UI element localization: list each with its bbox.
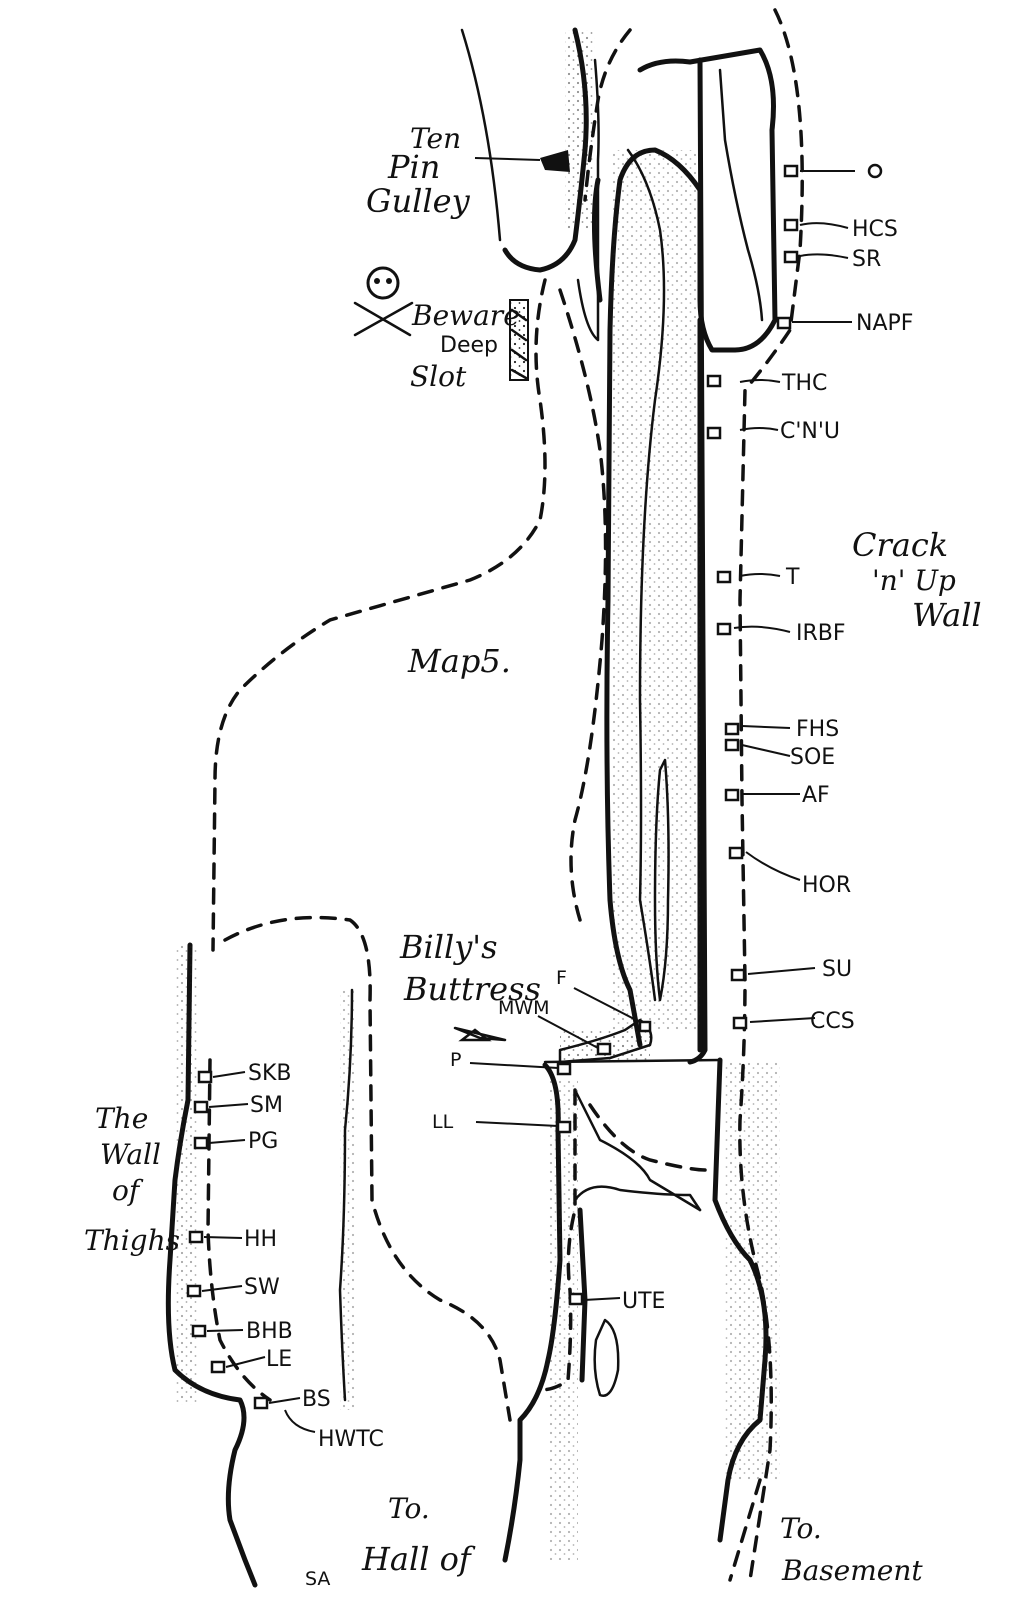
- route-marker[interactable]: [197, 1070, 213, 1084]
- route-label-p: P: [450, 1049, 461, 1071]
- thighs-label-3: of: [112, 1174, 144, 1207]
- hall-label-1: To.: [388, 1492, 430, 1525]
- route-label-o: O: [862, 159, 879, 184]
- route-label-thc: THC: [781, 371, 827, 396]
- route-label-f: F: [556, 967, 567, 989]
- route-label-hcs: HCS: [852, 217, 898, 242]
- ten-pin-gulley-rock: [460, 28, 570, 242]
- route-label-sm: SM: [250, 1093, 283, 1118]
- route-label-fhs: FHS: [796, 717, 839, 742]
- route-label-sw: SW: [244, 1275, 280, 1300]
- route-marker[interactable]: [706, 374, 722, 388]
- route-marker[interactable]: [732, 1016, 748, 1030]
- route-label-ll: LL: [432, 1111, 454, 1133]
- beware-label-1: Beware: [411, 299, 520, 332]
- route-marker[interactable]: [776, 316, 792, 330]
- route-label-ccs: CCS: [810, 1009, 855, 1034]
- route-marker[interactable]: [724, 788, 740, 802]
- map-title: Map5.: [407, 642, 511, 680]
- route-label-irbf: IRBF: [796, 621, 846, 646]
- lower-walls: [502, 1057, 780, 1563]
- wall-of-thighs-rock: [165, 942, 356, 1588]
- route-marker[interactable]: [191, 1324, 207, 1338]
- route-label-t: T: [785, 565, 800, 590]
- centre-route-labels: F MWM P LL UTE: [432, 967, 665, 1314]
- route-label-mwm: MWM: [498, 997, 550, 1019]
- route-marker[interactable]: [596, 1042, 612, 1056]
- route-label-soe: SOE: [790, 745, 835, 770]
- hall-label-2: Hall of: [361, 1540, 476, 1578]
- billys-label-1: Billy's: [399, 928, 498, 966]
- route-marker[interactable]: [210, 1360, 226, 1374]
- thighs-label-4: Thighs: [84, 1224, 180, 1257]
- thighs-label-2: Wall: [100, 1138, 161, 1171]
- route-label-su: SU: [822, 957, 852, 982]
- route-label-le: LE: [266, 1347, 292, 1372]
- billys-label-2: Buttress: [403, 970, 541, 1008]
- route-marker[interactable]: [253, 1396, 269, 1410]
- route-label-sr: SR: [852, 247, 881, 272]
- route-label-cnu: C'N'U: [780, 419, 840, 444]
- route-marker[interactable]: [724, 738, 740, 752]
- route-label-bhb: BHB: [246, 1319, 293, 1344]
- crack-label-1: Crack: [852, 526, 948, 564]
- ten-pin-label-2: Pin: [387, 148, 440, 186]
- ten-pin-label-1: Ten: [410, 122, 461, 155]
- route-marker[interactable]: [193, 1100, 209, 1114]
- right-route-markers: [706, 164, 855, 1030]
- route-marker[interactable]: [730, 968, 746, 982]
- deep-slot-hazard: [353, 266, 529, 381]
- ten-pin-label-3: Gulley: [366, 182, 471, 220]
- route-marker[interactable]: [716, 570, 732, 584]
- route-label-hor: HOR: [802, 873, 851, 898]
- centre-route-markers: [469, 987, 652, 1306]
- route-marker[interactable]: [638, 1020, 652, 1033]
- route-label-ute: UTE: [622, 1289, 665, 1314]
- crack-label-3: Wall: [912, 596, 982, 634]
- skull-icon: [366, 266, 400, 300]
- basement-label-2: Basement: [781, 1554, 923, 1587]
- right-route-labels: O HCS SR NAPF THC C'N'U T IRBF FHS SOE A…: [780, 159, 913, 1034]
- route-marker[interactable]: [556, 1062, 572, 1076]
- route-label-o-glyph: [867, 163, 883, 179]
- left-route-labels: SKB SM PG HH SW BHB LE BS HWTC: [244, 1061, 384, 1452]
- area-labels: Ten Pin Gulley Beware Deep Slot Crack 'n…: [84, 122, 982, 1590]
- route-marker[interactable]: [706, 426, 722, 440]
- approach-paths: [206, 8, 804, 1582]
- route-label-hwtc: HWTC: [318, 1427, 384, 1452]
- route-marker[interactable]: [568, 1292, 584, 1306]
- thighs-label-1: The: [95, 1102, 148, 1135]
- crack-label-2: 'n' Up: [872, 564, 956, 597]
- basement-label-1: To.: [780, 1512, 822, 1545]
- route-marker[interactable]: [724, 722, 740, 736]
- route-marker[interactable]: [716, 622, 732, 636]
- route-marker[interactable]: [188, 1230, 204, 1244]
- route-marker[interactable]: [186, 1284, 202, 1298]
- route-marker[interactable]: [783, 250, 799, 264]
- route-label-af: AF: [802, 783, 830, 808]
- central-pillar: [502, 27, 778, 1065]
- route-marker[interactable]: [556, 1120, 572, 1134]
- beware-label-2: Deep: [440, 333, 498, 358]
- route-label-bs: BS: [302, 1387, 331, 1412]
- route-label-napf: NAPF: [856, 311, 913, 336]
- route-label-hh: HH: [244, 1227, 277, 1252]
- beware-label-3: Slot: [410, 360, 467, 393]
- route-marker[interactable]: [193, 1136, 209, 1150]
- route-label-pg: PG: [248, 1129, 278, 1154]
- route-marker[interactable]: [783, 218, 799, 232]
- route-marker[interactable]: [783, 164, 799, 178]
- route-marker[interactable]: [728, 846, 744, 860]
- left-route-markers: [186, 1070, 316, 1433]
- route-label-skb: SKB: [248, 1061, 291, 1086]
- bottom-fragment-label: SA: [305, 1568, 330, 1590]
